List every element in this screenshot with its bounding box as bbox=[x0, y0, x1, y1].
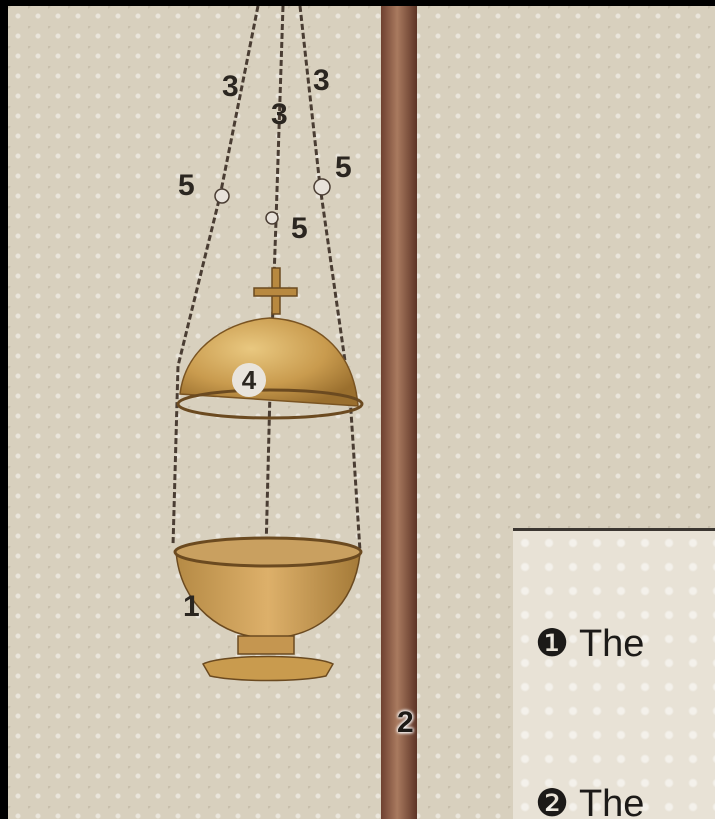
description-panel: ❶ The ❷ The bbox=[513, 528, 715, 819]
label-chain-right: 3 bbox=[313, 66, 330, 96]
description-line-2: ❷ The bbox=[535, 781, 644, 819]
cross bbox=[254, 268, 297, 314]
chains bbox=[173, 6, 360, 551]
bells bbox=[215, 179, 330, 224]
bowl-rim bbox=[175, 538, 361, 566]
description-line-1: ❶ The bbox=[535, 621, 644, 666]
label-bell-right: 5 bbox=[335, 153, 352, 183]
bowl-foot bbox=[203, 657, 333, 681]
label-chain-left: 3 bbox=[222, 72, 239, 102]
label-chain-center: 3 bbox=[271, 100, 288, 130]
label-pole: 2 bbox=[397, 706, 414, 740]
label-bell-center: 5 bbox=[291, 214, 308, 244]
censer-diagram: 3 3 3 5 5 5 4 1 2 ❶ The ❷ The bbox=[8, 6, 715, 819]
bowl-stem bbox=[238, 636, 294, 654]
label-bowl: 1 bbox=[183, 592, 200, 622]
pole bbox=[381, 6, 417, 819]
label-bell-left: 5 bbox=[178, 171, 195, 201]
label-lid: 4 bbox=[232, 363, 266, 397]
